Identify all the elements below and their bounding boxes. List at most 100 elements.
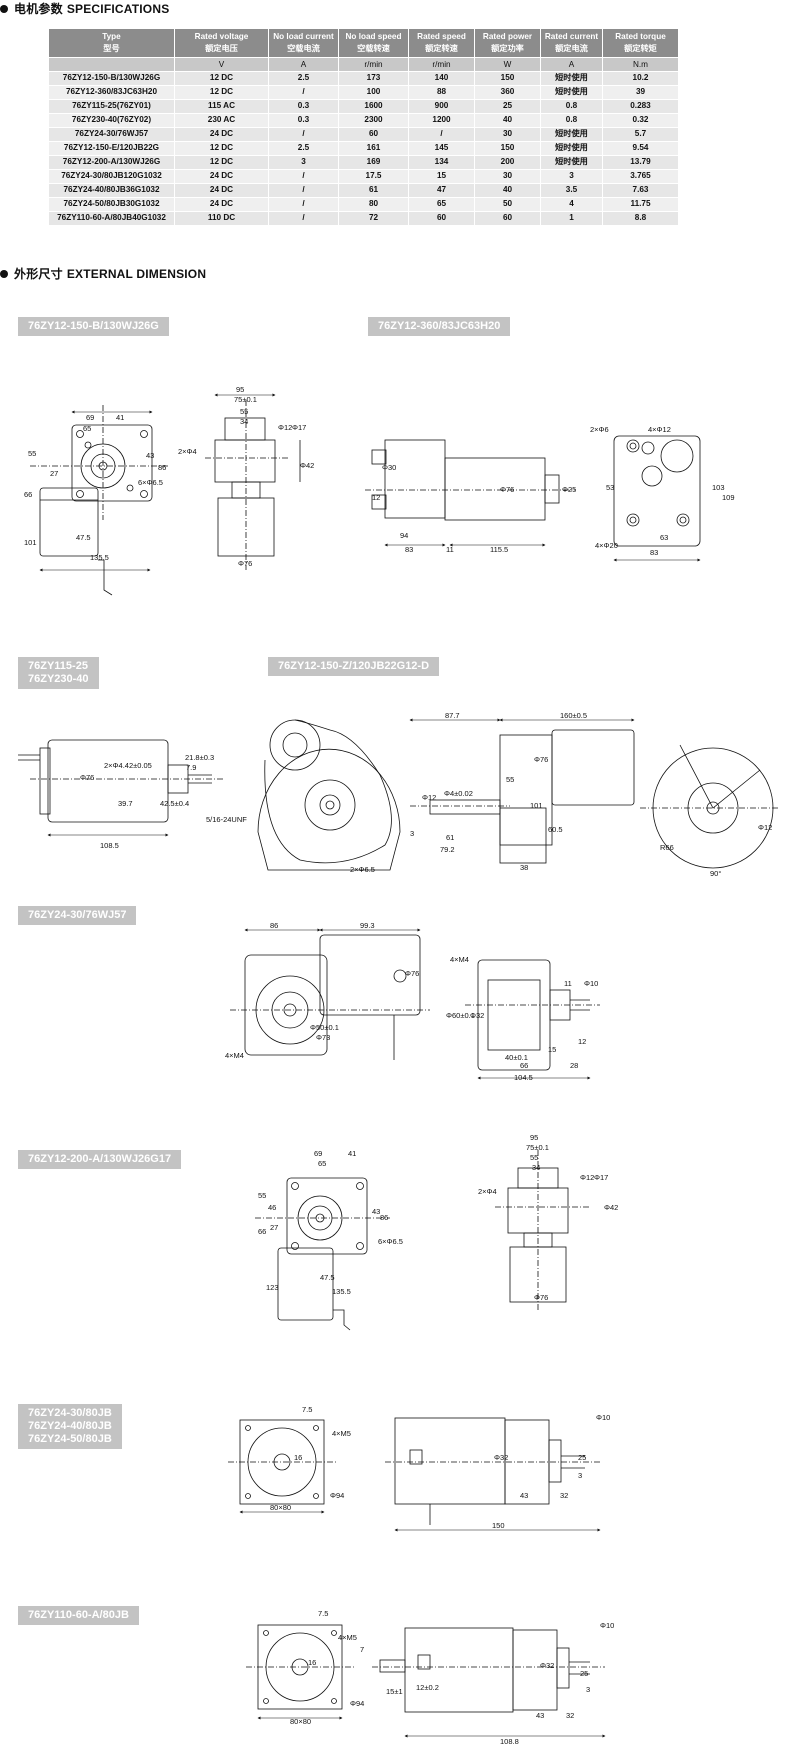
dimension-label: 6×Φ6.5 bbox=[378, 1237, 403, 1246]
table-cell: 39 bbox=[602, 85, 679, 100]
drawing-76zy115-25 bbox=[18, 739, 225, 823]
table-cell: 76ZY12-150-B/130WJ26G bbox=[48, 71, 175, 86]
dimension-label: 12 bbox=[578, 1037, 586, 1046]
dimension-label: Φ73 bbox=[316, 1033, 330, 1042]
dimension-label: 80×80 bbox=[270, 1503, 291, 1512]
drawing-76zy12-200-side bbox=[495, 1150, 590, 1310]
table-cell: 900 bbox=[408, 99, 475, 114]
dimension-label: Φ60±0.1 bbox=[446, 1011, 475, 1020]
dimension-label: 60.5 bbox=[548, 825, 563, 834]
dimension-label: 7.9 bbox=[186, 763, 196, 772]
dimension-label: 41 bbox=[348, 1149, 356, 1158]
dimension-label: 95 bbox=[530, 1133, 538, 1142]
dimension-label: 5/16-24UNF bbox=[206, 815, 247, 824]
table-cell: 76ZY12-360/83JC63H20 bbox=[48, 85, 175, 100]
dimension-label: 53 bbox=[606, 483, 614, 492]
column-header-cn: 型号 bbox=[103, 44, 120, 53]
dimension-label: Φ10 bbox=[584, 979, 598, 988]
table-cell: 12 DC bbox=[174, 85, 269, 100]
dimension-label: 63 bbox=[660, 533, 668, 542]
column-unit: N.m bbox=[602, 57, 679, 72]
dimension-label: 34 bbox=[240, 417, 248, 426]
dimension-label: 3 bbox=[586, 1685, 590, 1694]
table-cell: 3 bbox=[268, 155, 339, 170]
column-header-cn: 额定转矩 bbox=[624, 44, 657, 53]
dimension-label: 12 bbox=[372, 493, 380, 502]
dimension-label: 4×Φ20 bbox=[595, 541, 618, 550]
dimension-label: Φ32 bbox=[494, 1453, 508, 1462]
dimension-label: 16 bbox=[294, 1453, 302, 1462]
model-label-2: 76ZY12-360/83JC63H20 bbox=[368, 317, 511, 336]
column-header-en: Rated torque bbox=[615, 32, 666, 41]
dimension-label: 101 bbox=[530, 801, 543, 810]
dimension-label: Φ10 bbox=[596, 1413, 610, 1422]
model-label-1: 76ZY12-150-B/130WJ26G bbox=[18, 317, 169, 336]
dimension-label: 103 bbox=[712, 483, 725, 492]
table-cell: 0.32 bbox=[602, 113, 679, 128]
dimension-label: 4×Φ12 bbox=[648, 425, 671, 434]
dimension-label: Φ76 bbox=[405, 969, 419, 978]
dimension-label: Φ76 bbox=[238, 559, 252, 568]
dimension-label: 4×M5 bbox=[338, 1633, 357, 1642]
column-header-cn: 额定转速 bbox=[425, 44, 458, 53]
drawing-76zy12-360-side bbox=[365, 439, 575, 521]
dimension-label: 4×M4 bbox=[225, 1051, 244, 1060]
dimension-label: 42.5±0.4 bbox=[160, 799, 189, 808]
table-cell: 72 bbox=[338, 211, 409, 226]
table-cell: 24 DC bbox=[174, 127, 269, 142]
dimension-label: 6×Φ6.5 bbox=[138, 478, 163, 487]
dimension-label: 4×M4 bbox=[450, 955, 469, 964]
dimension-label: 43 bbox=[536, 1711, 544, 1720]
dimension-label: Φ76 bbox=[534, 755, 548, 764]
dimension-label: Φ30 bbox=[382, 463, 396, 472]
model-label-8: 76ZY110-60-A/80JB bbox=[18, 1606, 139, 1625]
dimension-label: 32 bbox=[560, 1491, 568, 1500]
dimension-label: 99.3 bbox=[360, 921, 375, 930]
dimension-label: 34 bbox=[532, 1163, 540, 1172]
dimension-label: 4×M5 bbox=[332, 1429, 351, 1438]
drawing-76zy12-150-z-end bbox=[640, 744, 780, 869]
dimension-label: 2×Φ6 bbox=[590, 425, 609, 434]
specifications-title-en: SPECIFICATIONS bbox=[66, 2, 170, 16]
dimension-label: Φ94 bbox=[330, 1491, 344, 1500]
model-label-6: 76ZY12-200-A/130WJ26G17 bbox=[18, 1150, 182, 1169]
table-cell: 47 bbox=[408, 183, 475, 198]
dimension-label: 75±0.1 bbox=[526, 1143, 549, 1152]
column-header-en: Rated power bbox=[482, 32, 533, 41]
dimension-label: 65 bbox=[83, 424, 91, 433]
dimension-label: Φ12 bbox=[422, 793, 436, 802]
column-header-en: Rated speed bbox=[417, 32, 466, 41]
dimension-label: 66 bbox=[24, 490, 32, 499]
drawing-76zy24-80jb-side bbox=[385, 1417, 600, 1525]
dimension-label: 2×Φ6.5 bbox=[350, 865, 375, 874]
dimension-label: 7.5 bbox=[318, 1609, 328, 1618]
column-header: Rated speed 额定转速 bbox=[408, 28, 475, 58]
table-cell: 161 bbox=[338, 141, 409, 156]
dimension-label: 43 bbox=[146, 451, 154, 460]
table-cell: 76ZY230-40(76ZY02) bbox=[48, 113, 175, 128]
column-header-en: Rated voltage bbox=[194, 32, 249, 41]
dimension-label: 47.5 bbox=[76, 533, 91, 542]
dimension-label: 32 bbox=[566, 1711, 574, 1720]
dimension-label: 135.5 bbox=[332, 1287, 351, 1296]
dimension-label: 47.5 bbox=[320, 1273, 335, 1282]
dimension-label: Φ10 bbox=[600, 1621, 614, 1630]
table-cell: / bbox=[268, 197, 339, 212]
table-cell: 40 bbox=[474, 113, 541, 128]
dimension-label: Φ32 bbox=[470, 1011, 484, 1020]
table-cell: 0.283 bbox=[602, 99, 679, 114]
dimension-label: 43 bbox=[520, 1491, 528, 1500]
table-cell: 100 bbox=[338, 85, 409, 100]
table-cell: 30 bbox=[474, 169, 541, 184]
drawing-76zy12-200-front bbox=[255, 1177, 390, 1331]
drawing-76zy12-150-z-front bbox=[257, 719, 401, 871]
column-header-cn: 额定功率 bbox=[491, 44, 524, 53]
dimension-label: 115.5 bbox=[490, 545, 508, 554]
dimension-label: 7.5 bbox=[302, 1405, 312, 1414]
